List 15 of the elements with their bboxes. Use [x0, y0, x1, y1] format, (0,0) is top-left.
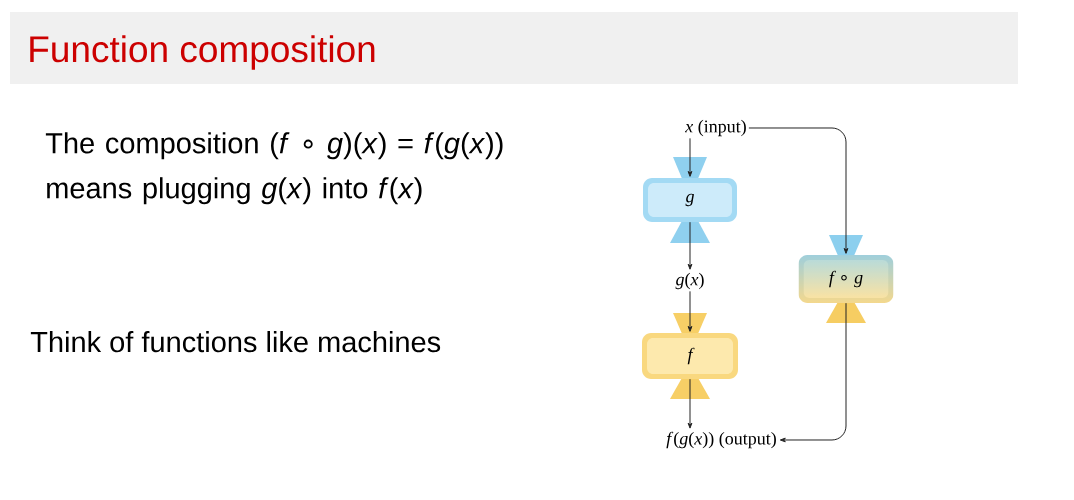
expression-label: x (input)	[685, 119, 746, 137]
arrow	[687, 137, 693, 177]
arrow	[687, 290, 693, 332]
expression-label: g(x)	[675, 272, 704, 290]
arrow	[779, 302, 847, 443]
expression-label: f(g(x)) (output)	[666, 431, 776, 449]
body-text: The composition (f ∘ g)(x) = f(g(x)) means plugging g(x) into f(x)	[45, 132, 503, 205]
function-machine: f	[642, 313, 738, 399]
body-text: Think of functions like machines	[30, 331, 441, 353]
title-bar: Function composition	[10, 12, 1018, 84]
arrow	[687, 378, 693, 429]
arrow	[748, 127, 849, 254]
function-machine: f ∘ g	[798, 235, 894, 323]
function-machine: g	[643, 157, 737, 243]
arrow	[687, 221, 693, 270]
